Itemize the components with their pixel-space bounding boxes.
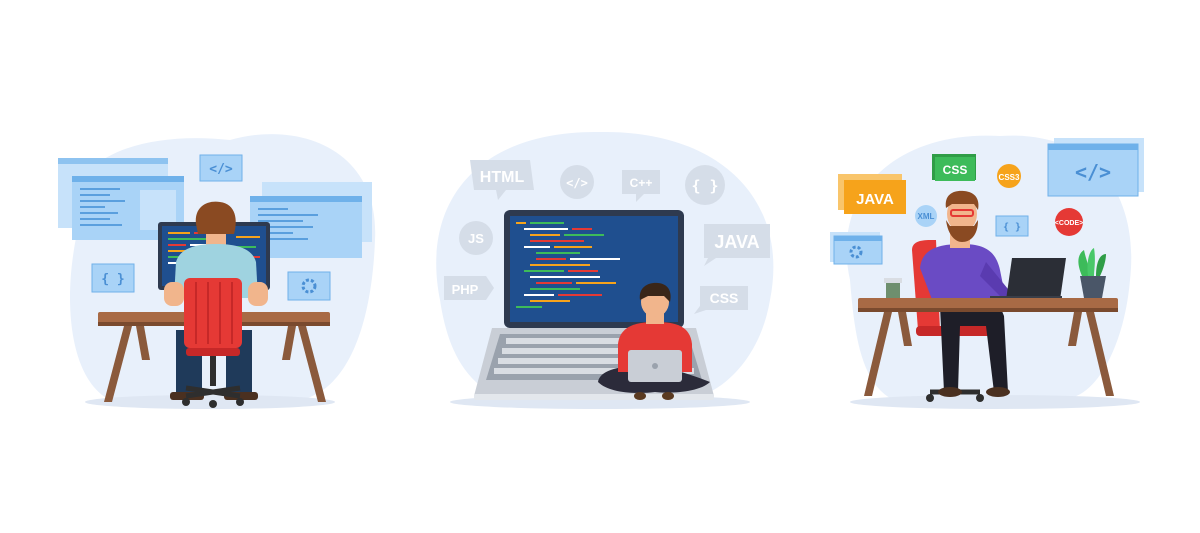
- scene-developer-with-laptop: </> CSS CSS3 JAVA XML { } <CODE>: [830, 135, 1144, 409]
- svg-text:XML: XML: [918, 212, 935, 221]
- svg-text:JAVA: JAVA: [714, 232, 759, 252]
- sitting-person: [598, 282, 710, 400]
- svg-text:C++: C++: [630, 176, 653, 190]
- svg-text:CSS: CSS: [943, 163, 968, 177]
- potted-plant-icon: [1078, 248, 1106, 298]
- developer-hair: [195, 201, 236, 234]
- svg-text:{ }: { }: [1003, 222, 1021, 233]
- code-tag-window: </>: [1047, 138, 1144, 197]
- gear-icon: [849, 245, 863, 259]
- bubble-code: </>: [560, 165, 594, 199]
- bubble-braces: { }: [685, 165, 725, 205]
- large-laptop: [474, 210, 714, 400]
- glasses-icon: [950, 209, 974, 217]
- coffee-cup-icon: [884, 278, 902, 298]
- bubble-html: HTML: [470, 160, 534, 200]
- svg-text:PHP: PHP: [452, 282, 479, 297]
- svg-text:HTML: HTML: [480, 169, 525, 186]
- css-badge: CSS: [932, 154, 976, 181]
- code-badge: <CODE>: [1055, 208, 1083, 236]
- bearded-developer: [920, 190, 1012, 397]
- svg-text:CSS3: CSS3: [999, 173, 1020, 182]
- developer-purple-sweater: [920, 244, 1006, 310]
- person-hair: [639, 282, 671, 302]
- floor-shadow: [850, 395, 1140, 409]
- svg-text:</>: </>: [209, 162, 233, 177]
- developer-beard: [946, 220, 978, 242]
- svg-text:JS: JS: [468, 231, 484, 246]
- small-laptop: [628, 350, 682, 382]
- gear-window: [830, 232, 883, 265]
- office-chair: [182, 278, 244, 408]
- svg-text:CSS: CSS: [710, 290, 739, 306]
- code-tag-badge: </>: [199, 154, 243, 182]
- braces-badge: { }: [995, 215, 1029, 237]
- bubble-cpp: C++: [622, 170, 660, 202]
- svg-text:<CODE>: <CODE>: [1055, 220, 1083, 227]
- braces-badge: { }: [91, 263, 135, 293]
- wooden-desk: [858, 298, 1118, 396]
- css3-badge: CSS3: [997, 164, 1021, 188]
- svg-text:</>: </>: [566, 176, 588, 190]
- bubble-js: JS: [459, 221, 493, 255]
- laptop-code-lines: [516, 222, 620, 308]
- scene-laptop-coder: HTML </> C++ { } JS JAVA PHP CSS: [436, 131, 774, 409]
- scene-developer-at-desk: </> { }: [58, 134, 376, 409]
- xml-badge: XML: [915, 205, 937, 227]
- svg-text:{ }: { }: [101, 272, 124, 287]
- bubble-java: JAVA: [704, 224, 770, 266]
- developer-hair: [945, 190, 979, 210]
- svg-text:</>: </>: [1075, 160, 1111, 184]
- gear-badge: [287, 271, 331, 301]
- svg-text:{ }: { }: [691, 177, 718, 195]
- bubble-php: PHP: [444, 276, 494, 300]
- svg-text:JAVA: JAVA: [856, 191, 894, 208]
- gear-icon: [301, 278, 317, 294]
- developer-person: [164, 201, 268, 400]
- bubble-css: CSS: [694, 286, 748, 314]
- code-window-front: [72, 176, 184, 240]
- java-badge: JAVA: [838, 174, 906, 214]
